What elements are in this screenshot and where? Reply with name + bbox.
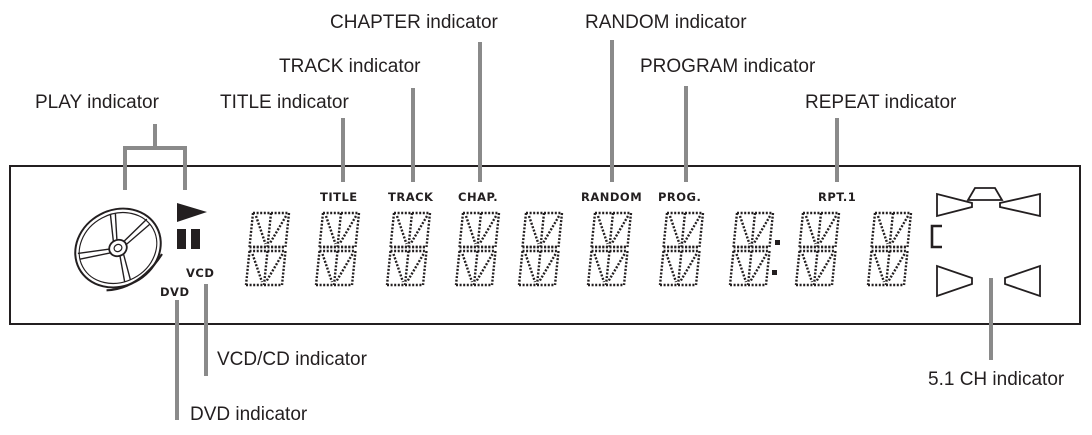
segment-digit bbox=[586, 211, 633, 287]
chap-segment-label: CHAP. bbox=[458, 190, 498, 204]
title-segment-label: TITLE bbox=[320, 190, 358, 204]
play-callout: PLAY indicator bbox=[35, 92, 160, 113]
leader-lines bbox=[123, 40, 993, 420]
segment-digit bbox=[385, 211, 432, 287]
speaker-front-right-icon bbox=[999, 192, 1041, 218]
display-panel bbox=[9, 165, 1081, 325]
repeat-callout: REPEAT indicator bbox=[805, 92, 957, 113]
display-labels: TITLE TRACK CHAP. RANDOM PROG. RPT.1 VCD… bbox=[160, 190, 856, 299]
dvd-segment-label: DVD bbox=[160, 285, 190, 299]
speaker-rear-right-icon bbox=[1004, 264, 1041, 298]
segment-digit bbox=[658, 211, 705, 287]
segment-digit bbox=[454, 211, 501, 287]
title-callout: TITLE indicator bbox=[220, 92, 349, 113]
segment-digits bbox=[244, 211, 913, 287]
play-leader-bracket bbox=[123, 146, 187, 190]
speaker-center-icon bbox=[966, 187, 1004, 201]
program-callout: PROGRAM indicator bbox=[640, 56, 816, 77]
subwoofer-icon bbox=[930, 224, 942, 249]
ch51-callout: 5.1 CH indicator bbox=[928, 369, 1065, 390]
segment-digit bbox=[866, 211, 913, 287]
segment-digit bbox=[314, 211, 361, 287]
track-segment-label: TRACK bbox=[388, 190, 434, 204]
random-segment-label: RANDOM bbox=[581, 190, 642, 204]
random-callout: RANDOM indicator bbox=[585, 12, 747, 33]
segment-digit bbox=[517, 211, 564, 287]
dvd-callout: DVD indicator bbox=[190, 404, 308, 425]
segment-digit bbox=[728, 211, 775, 287]
speaker-layout bbox=[930, 187, 1041, 298]
chapter-callout: CHAPTER indicator bbox=[330, 12, 499, 33]
prog-segment-label: PROG. bbox=[658, 190, 701, 204]
play-triangle-icon bbox=[177, 203, 207, 222]
time-colon-upper bbox=[775, 240, 780, 245]
vcd-segment-label: VCD bbox=[186, 266, 214, 280]
callout-labels: PLAY indicator TITLE indicator TRACK ind… bbox=[35, 12, 1065, 425]
rpt-segment-label: RPT.1 bbox=[818, 190, 856, 204]
time-colon-lower bbox=[772, 270, 777, 275]
speaker-rear-left-icon bbox=[936, 264, 973, 298]
disc-icon bbox=[74, 207, 163, 292]
speaker-front-left-icon bbox=[936, 192, 973, 218]
pause-icon-left-bar bbox=[177, 229, 186, 249]
segment-digit bbox=[794, 211, 841, 287]
track-callout: TRACK indicator bbox=[279, 56, 421, 77]
vcd-callout: VCD/CD indicator bbox=[217, 349, 368, 370]
segment-digit bbox=[244, 211, 291, 287]
pause-icon-right-bar bbox=[191, 229, 200, 249]
